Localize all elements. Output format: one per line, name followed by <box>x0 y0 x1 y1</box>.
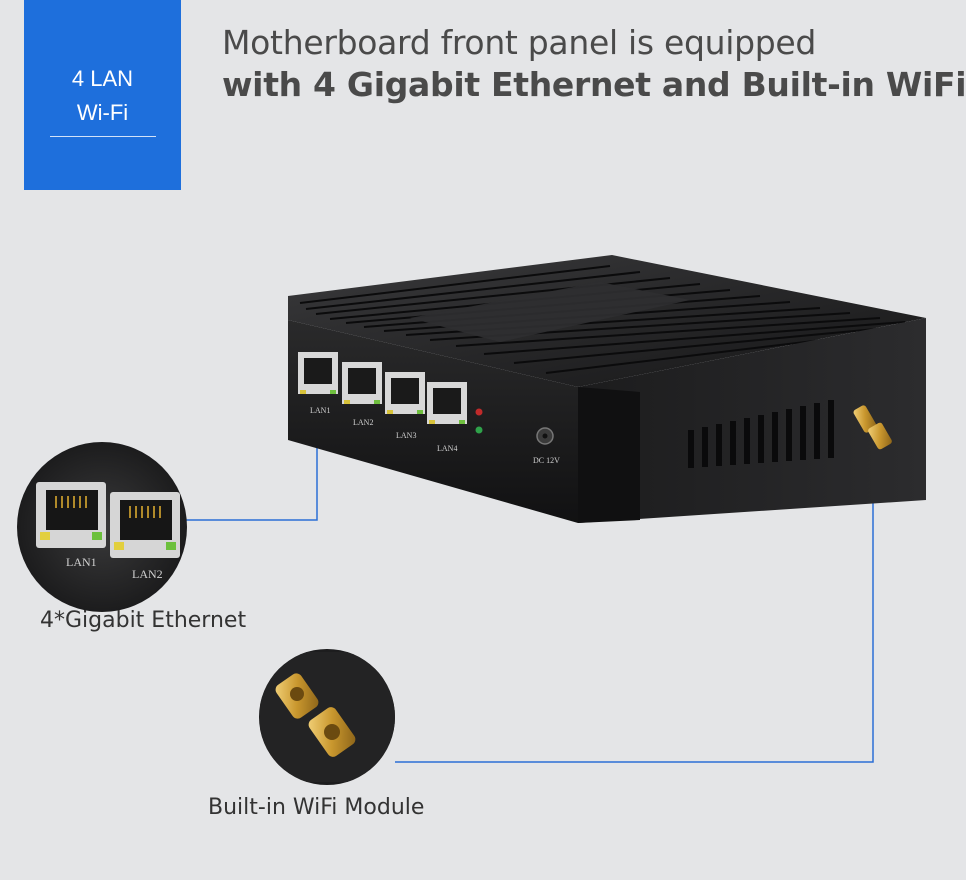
antenna-connector-icon <box>275 673 356 757</box>
lan-port-2 <box>342 362 382 404</box>
connector-lines <box>185 438 874 763</box>
headline-line-2: with 4 Gigabit Ethernet and Built-in WiF… <box>222 65 966 104</box>
lan-port-4 <box>427 382 467 424</box>
device-side-panel <box>578 318 926 523</box>
headline: Motherboard front panel is equipped with… <box>222 22 966 106</box>
wifi-zoom-circle <box>259 649 395 785</box>
ethernet-connector-line <box>185 438 318 521</box>
zoom-label-lan1: LAN1 <box>66 555 97 569</box>
dc-label: DC 12V <box>533 456 560 465</box>
headline-line-1: Motherboard front panel is equipped <box>222 23 817 62</box>
wifi-callout-label: Built-in WiFi Module <box>208 795 425 820</box>
ethernet-callout-label: 4*Gigabit Ethernet <box>40 608 247 633</box>
badge-divider <box>50 136 156 137</box>
device-lan-ports: LAN1 LAN2 LAN3 LAN4 DC 12V <box>298 352 560 465</box>
lan-label-4: LAN4 <box>437 444 457 453</box>
wifi-connector-line <box>395 462 874 763</box>
lan-port-3 <box>385 372 425 414</box>
power-led-icon <box>475 408 483 416</box>
device-antenna-connector <box>853 405 892 450</box>
lan-port-1 <box>298 352 338 394</box>
ethernet-zoom-circle: LAN1 LAN2 <box>17 442 187 612</box>
feature-badge: 4 LAN Wi-Fi <box>24 0 181 190</box>
badge-line-lan: 4 LAN <box>71 66 134 91</box>
zoom-label-lan2: LAN2 <box>132 567 163 581</box>
device-body <box>288 255 926 523</box>
lan-label-1: LAN1 <box>310 406 330 415</box>
badge-line-wifi: Wi-Fi <box>76 100 129 125</box>
activity-led-icon <box>475 426 483 434</box>
side-vents <box>688 400 834 468</box>
lan-label-2: LAN2 <box>353 418 373 427</box>
lan-label-3: LAN3 <box>396 431 416 440</box>
